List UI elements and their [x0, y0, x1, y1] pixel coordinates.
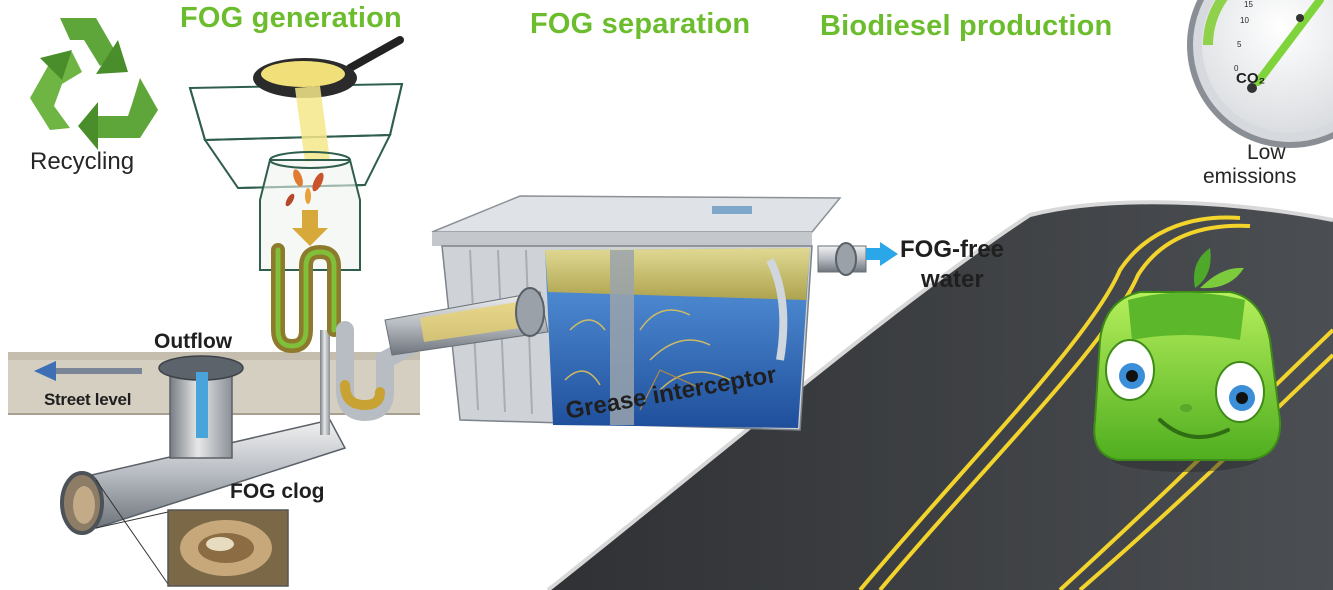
grease-pour: [295, 86, 330, 162]
recycling-label: Recycling: [30, 148, 135, 175]
co2-gauge-icon: [1187, 0, 1333, 148]
green-car: [1093, 248, 1282, 472]
low-emissions-label-line2: emissions: [1203, 165, 1297, 188]
stage-fog-generation: FOG generation: [180, 2, 402, 34]
sewer-main-pipe: [60, 419, 347, 535]
food-scraps: [285, 169, 324, 207]
fog-free-water-label-line2: water: [921, 266, 984, 293]
interceptor-leader-lines: [639, 369, 701, 411]
drain-pipe-vertical: [320, 330, 330, 435]
outflow-water-arrow: [866, 242, 898, 266]
manhole-shaft: [158, 355, 244, 459]
street-level-label: Street level: [44, 390, 132, 409]
stage-biodiesel-production: Biodiesel production: [820, 10, 1113, 42]
interceptor-outlet-pipe: [817, 242, 867, 276]
gauge-tick-5: 5: [1237, 40, 1242, 49]
p-trap-coil: [271, 243, 341, 354]
fog-clog-label: FOG clog: [230, 480, 325, 503]
gauge-tick-0: 0: [1234, 64, 1239, 73]
street-flow-arrow: [34, 361, 142, 381]
frying-pan: [253, 36, 404, 98]
fog-clog-callout: [95, 479, 289, 587]
fog-free-water-label-line1: FOG-free: [900, 236, 1005, 263]
interceptor-inlet-pipe: [384, 287, 549, 356]
low-emissions-label-line1: Low: [1247, 141, 1286, 164]
gauge-tick-10: 10: [1240, 16, 1249, 25]
gauge-co2-label: CO₂: [1236, 70, 1266, 87]
sink-drain-trap: [336, 321, 449, 422]
recycling-icon: [30, 18, 158, 150]
gauge-tick-15: 15: [1244, 0, 1253, 9]
outflow-label: Outflow: [154, 330, 233, 353]
flow-down-arrow: [292, 210, 328, 246]
stage-fog-separation: FOG separation: [530, 8, 751, 40]
